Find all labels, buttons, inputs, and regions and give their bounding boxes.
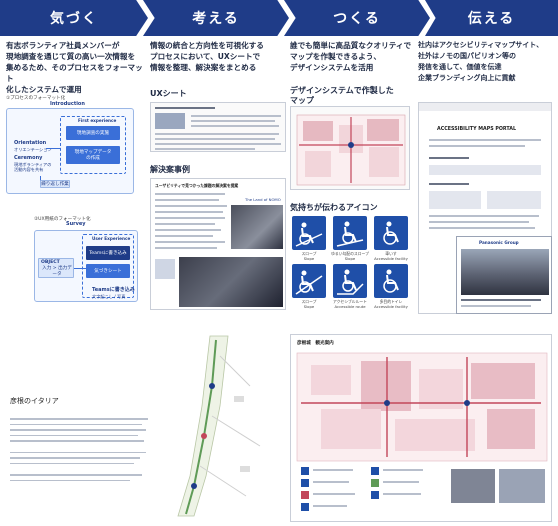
panasonic-brand: Panasonic Group [479, 240, 519, 245]
flow-arrow [74, 268, 86, 269]
object-box: OBJECT 入力 > 出力データ [38, 258, 74, 278]
awareness-sheet-box: 気づきシート [86, 264, 130, 278]
kizuku-description: 有志ボランティア社員メンバーが 現地調査を通じて質の高い一次情報を 集めるため、… [6, 41, 143, 94]
portal-title: ACCESSIBILITY MAPS PORTAL [437, 127, 517, 132]
design-map-drawing [296, 114, 406, 186]
introduction-heading: Introduction [50, 101, 85, 107]
hikone-route-map [150, 326, 286, 522]
wheelchair-icon [374, 216, 408, 250]
ux-sheet-thumbnail [150, 102, 286, 152]
orientation-label: Orientation [14, 140, 47, 146]
design-map-thumbnail [290, 106, 410, 190]
field-survey-box: 現地調査の実施 [66, 126, 120, 140]
solution-document: ユーザビリティで見つかった課題の解決案を提案 The Land of NOMO [150, 178, 286, 310]
user-experience-frame [82, 234, 134, 298]
castle-map-drawing [296, 352, 548, 511]
tsukuru-description: 誰でも簡単に高品質なクオリティで マップを作製できるよう、 デザインシステムを活… [290, 41, 412, 72]
icons-title: 気持ちが伝わるアイコン [290, 203, 378, 212]
steep-slope-icon [292, 264, 326, 298]
gentle-slope-icon [333, 216, 367, 250]
panasonic-news-thumbnail: Panasonic Group [456, 236, 552, 314]
process-format-caption: ①プロセスのフォーマット化 [6, 96, 66, 101]
step-kizuku: 気づく [0, 0, 148, 36]
ceremony-sub: 現地ボランティアの 活動内容を共有 [14, 162, 52, 172]
flow-arrow [46, 148, 60, 149]
castle-map-label: 彦根城 観光案内 [297, 341, 334, 346]
hikone-italy-title: 彦根のイタリア [10, 397, 59, 405]
map-data-box: 現地マップデータ の作成 [66, 146, 120, 164]
step-tsukuru: つくる [284, 0, 430, 36]
hikone-map-drawing [177, 335, 261, 517]
survey-heading: Survey [66, 221, 86, 227]
kangaeru-description: 情報の統合と方向性を可視化する プロセスにおいて、UXシートで 情報を整理、解決… [150, 41, 264, 72]
solution-examples-title: 解決案事例 [150, 165, 190, 174]
teams-label: Teamsに書き込み [92, 287, 135, 293]
ceremony-label: Ceremony [14, 155, 43, 161]
nomo-logo: The Land of NOMO [245, 197, 281, 202]
tsutaeru-description: 社内はアクセシビリティマップサイト、 社外はノモの国パビリオン等の 発信を通して… [418, 41, 544, 82]
ux-sheet-title: UXシート [150, 89, 187, 98]
hikone-paragraph [10, 418, 152, 485]
castle-map-thumbnail: 彦根城 観光案内 [290, 334, 552, 522]
step-tsutaeru: 伝える [425, 0, 558, 36]
first-experience-label: First experience [78, 118, 117, 123]
repeat-box: 繰り返し作業 [40, 180, 70, 188]
process-steps: 気づく 考える つくる 伝える [0, 0, 558, 38]
survey-format-caption: ②UX用紙のフォーマット化 [34, 217, 91, 222]
design-map-title: デザインシステムで作製した マップ [290, 86, 394, 105]
accessible-facility-icon [374, 264, 408, 298]
user-experience-label: User Experience [92, 236, 131, 241]
solution-doc-header: ユーザビリティで見つかった課題の解決案を提案 [155, 183, 239, 188]
step-kangaeru: 考える [143, 0, 289, 36]
teams-sub: 文字起こし / 写真 [92, 294, 126, 299]
teams-write-box: Teamsに書き込み [86, 246, 130, 260]
first-experience-frame [60, 116, 126, 174]
orientation-sub: オリエンテーション [14, 147, 52, 152]
accessible-route-icon [333, 264, 367, 298]
slope-icon [292, 216, 326, 250]
